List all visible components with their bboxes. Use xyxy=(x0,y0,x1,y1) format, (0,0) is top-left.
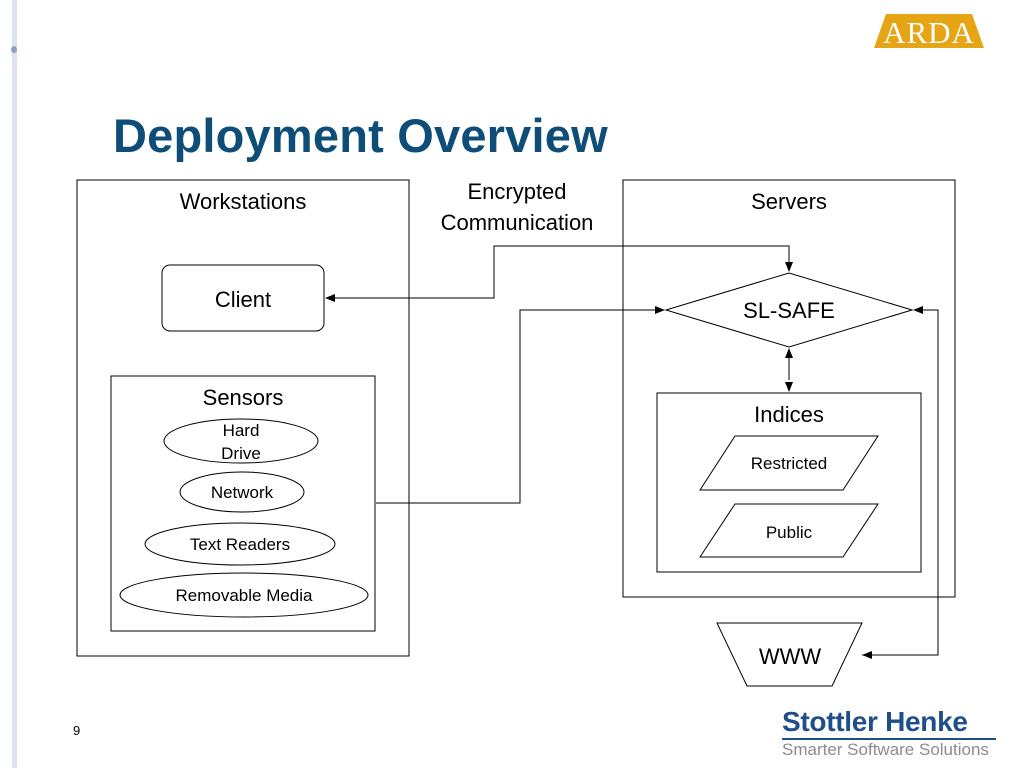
public-index xyxy=(699,503,879,558)
encrypted-label-line1: Encrypted xyxy=(467,179,566,204)
servers-panel xyxy=(622,179,956,598)
encrypted-label-line2: Communication xyxy=(441,210,594,235)
hard-drive-label-line1: Hard xyxy=(223,421,260,440)
sensors-label: Sensors xyxy=(203,385,284,410)
restricted-label: Restricted xyxy=(751,454,828,473)
company-name: Stottler Henke xyxy=(782,706,968,737)
workstations-label: Workstations xyxy=(180,189,307,214)
arda-logo: ARDA xyxy=(868,12,990,52)
connector-www-arrow xyxy=(862,651,872,659)
connector-sl-safe-indices-arrow-down xyxy=(785,382,793,392)
public-label: Public xyxy=(766,523,813,542)
www-label: WWW xyxy=(759,644,822,669)
connector-sl-safe-indices-arrow-up xyxy=(785,348,793,358)
removable-media-sensor xyxy=(119,572,369,618)
left-margin-dot xyxy=(11,46,17,53)
arda-logo-text: ARDA xyxy=(883,15,975,50)
servers-label: Servers xyxy=(751,189,827,214)
restricted-index xyxy=(699,435,879,491)
sl-safe-label: SL-SAFE xyxy=(743,298,835,323)
text-readers-sensor xyxy=(144,522,336,566)
indices-panel xyxy=(656,392,922,573)
hard-drive-label-line2: Drive xyxy=(221,444,261,463)
page-number: 9 xyxy=(73,723,81,738)
sl-safe-node xyxy=(664,272,914,348)
sensors-panel xyxy=(110,375,376,632)
client-label: Client xyxy=(215,287,271,312)
network-sensor xyxy=(179,471,305,513)
workstations-panel xyxy=(76,179,410,657)
hard-drive-sensor xyxy=(163,418,319,464)
company-tagline: Smarter Software Solutions xyxy=(782,740,989,759)
connector-encrypted-to-sl-safe-arrow xyxy=(494,245,793,272)
removable-media-label: Removable Media xyxy=(175,586,313,605)
slide-title: Deployment Overview xyxy=(113,109,608,162)
connector-www-to-sl-safe xyxy=(862,306,939,656)
connector-encrypted-client-sl-safe xyxy=(325,245,790,302)
stottler-henke-logo: Stottler Henke Smarter Software Solution… xyxy=(782,707,1002,761)
indices-label: Indices xyxy=(754,402,824,427)
connector-sensors-to-sl-safe xyxy=(376,306,665,504)
www-node xyxy=(716,622,863,687)
network-label: Network xyxy=(211,483,274,502)
left-margin-rule xyxy=(12,0,17,768)
client-node xyxy=(161,264,325,332)
company-logo-rule xyxy=(782,738,996,740)
text-readers-label: Text Readers xyxy=(190,535,290,554)
